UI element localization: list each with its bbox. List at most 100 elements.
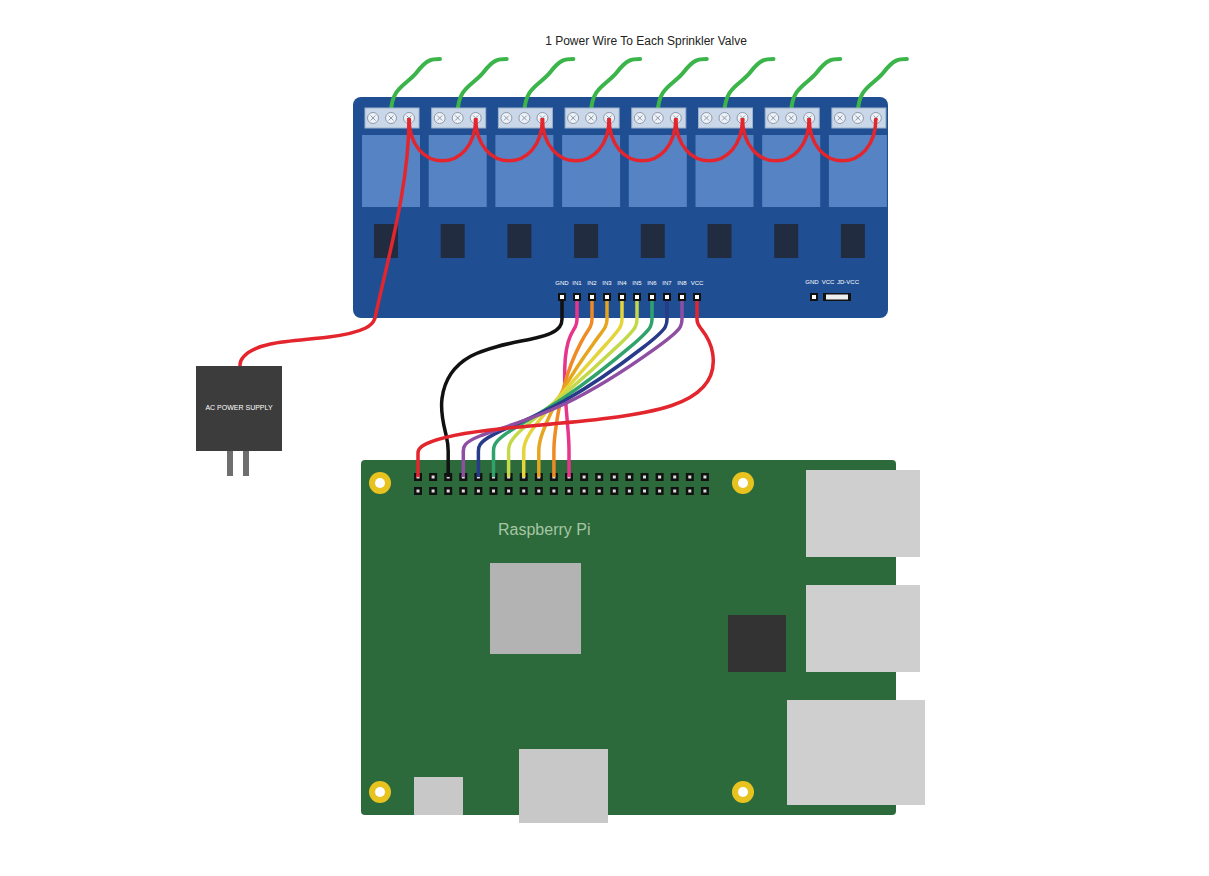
- gpio-pin-center: [507, 490, 510, 493]
- screw-slot: [437, 116, 442, 121]
- gpio-pin: [414, 487, 422, 495]
- gpio-pin-center: [492, 490, 495, 493]
- terminal-screw: [634, 113, 645, 124]
- valve-wire: [591, 59, 640, 113]
- gpio-pin: [520, 487, 528, 495]
- pin-hole: [635, 295, 639, 299]
- gpio-pin-center: [688, 476, 691, 479]
- pin-hole: [650, 295, 654, 299]
- gpio-pin-center: [417, 490, 420, 493]
- terminal-screw: [786, 113, 797, 124]
- terminal-screw: [519, 113, 530, 124]
- wire-end: [462, 460, 466, 477]
- power-jumper: [609, 118, 676, 161]
- pin-label: GND: [805, 279, 818, 285]
- valve-wire: [858, 59, 907, 113]
- gpio-pin-center: [432, 476, 435, 479]
- screw-slot: [704, 116, 709, 121]
- pin-label: IN7: [662, 280, 671, 286]
- relay-body: [495, 135, 553, 207]
- relay-body: [829, 135, 887, 207]
- gpio-pin: [671, 473, 679, 481]
- relay-component: [774, 224, 798, 258]
- gpio-pin-center: [643, 476, 646, 479]
- gpio-pin: [505, 487, 513, 495]
- wire-end: [446, 460, 450, 477]
- illustration: [361, 460, 896, 815]
- ethernet-port: [787, 700, 925, 805]
- screw-slot: [504, 116, 509, 121]
- pin-label: IN4: [617, 280, 626, 286]
- gpio-pin-center: [628, 490, 631, 493]
- gpio-pin: [686, 473, 694, 481]
- terminal-screw: [434, 113, 445, 124]
- relay-body: [362, 135, 420, 207]
- gpio-pin-center: [462, 490, 465, 493]
- terminal-screw: [568, 113, 579, 124]
- screw-slot: [455, 116, 460, 121]
- gpio-pin-center: [447, 490, 450, 493]
- power-jumper: [676, 118, 743, 161]
- valve-wire: [391, 59, 440, 113]
- screw-slot: [655, 116, 660, 121]
- pin-label: GND: [555, 280, 568, 286]
- relay-component: [708, 224, 732, 258]
- pin-hole: [695, 295, 699, 299]
- relay-component: [641, 224, 665, 258]
- header-pin: [648, 293, 656, 301]
- screw-slot: [571, 116, 576, 121]
- pin-label: VCC: [691, 280, 704, 286]
- jumper-wire: [418, 318, 713, 460]
- header-pin: [558, 293, 566, 301]
- pin-label: IN6: [647, 280, 656, 286]
- gpio-pin-center: [628, 476, 631, 479]
- jumper-wire: [463, 318, 682, 460]
- jumper-base: [823, 293, 851, 301]
- screw-slot: [522, 116, 527, 121]
- power-jumper: [476, 118, 543, 161]
- pin-hole: [590, 295, 594, 299]
- screw-slot: [722, 116, 727, 121]
- header-pin: [678, 293, 686, 301]
- gpio-pin: [580, 473, 588, 481]
- pin-hole: [665, 295, 669, 299]
- pin-label: IN1: [572, 280, 581, 286]
- gpio-pin-center: [613, 490, 616, 493]
- power-jumper: [743, 118, 810, 161]
- gpio-pin: [656, 473, 664, 481]
- wire-end: [567, 460, 571, 477]
- gpio-pin-center: [583, 476, 586, 479]
- pin-label: IN5: [632, 280, 641, 286]
- jumper-wire: [478, 318, 667, 460]
- gpio-pin: [656, 487, 664, 495]
- gpio-pin-center: [688, 490, 691, 493]
- network-chip: [728, 615, 786, 672]
- gpio-pin-center: [613, 476, 616, 479]
- pin-hole: [680, 295, 684, 299]
- gpio-pin: [444, 487, 452, 495]
- gpio-pin: [595, 487, 603, 495]
- gpio-pin-center: [703, 490, 706, 493]
- jumper-cap: [826, 295, 848, 300]
- gpio-pin: [610, 473, 618, 481]
- power-jumper: [542, 118, 609, 161]
- raspberry-pi-board: Raspberry Pi: [361, 460, 896, 815]
- usb-port: [806, 470, 920, 557]
- gpio-pin: [671, 487, 679, 495]
- plug-prong: [243, 451, 249, 476]
- mounting-hole: [732, 781, 754, 803]
- gpio-pin: [625, 473, 633, 481]
- gpio-pin-center: [583, 490, 586, 493]
- valve-wire: [725, 59, 774, 113]
- wire-end: [537, 460, 541, 477]
- power-jumper: [409, 118, 476, 161]
- gpio-pin-center: [552, 490, 555, 493]
- power-port: [414, 777, 463, 815]
- screw-slot: [589, 116, 594, 121]
- mounting-hole: [732, 472, 754, 494]
- terminal-screw: [719, 113, 730, 124]
- gpio-pin: [459, 487, 467, 495]
- gpio-pin-center: [598, 490, 601, 493]
- header-pin: [588, 293, 596, 301]
- header-pin: [618, 293, 626, 301]
